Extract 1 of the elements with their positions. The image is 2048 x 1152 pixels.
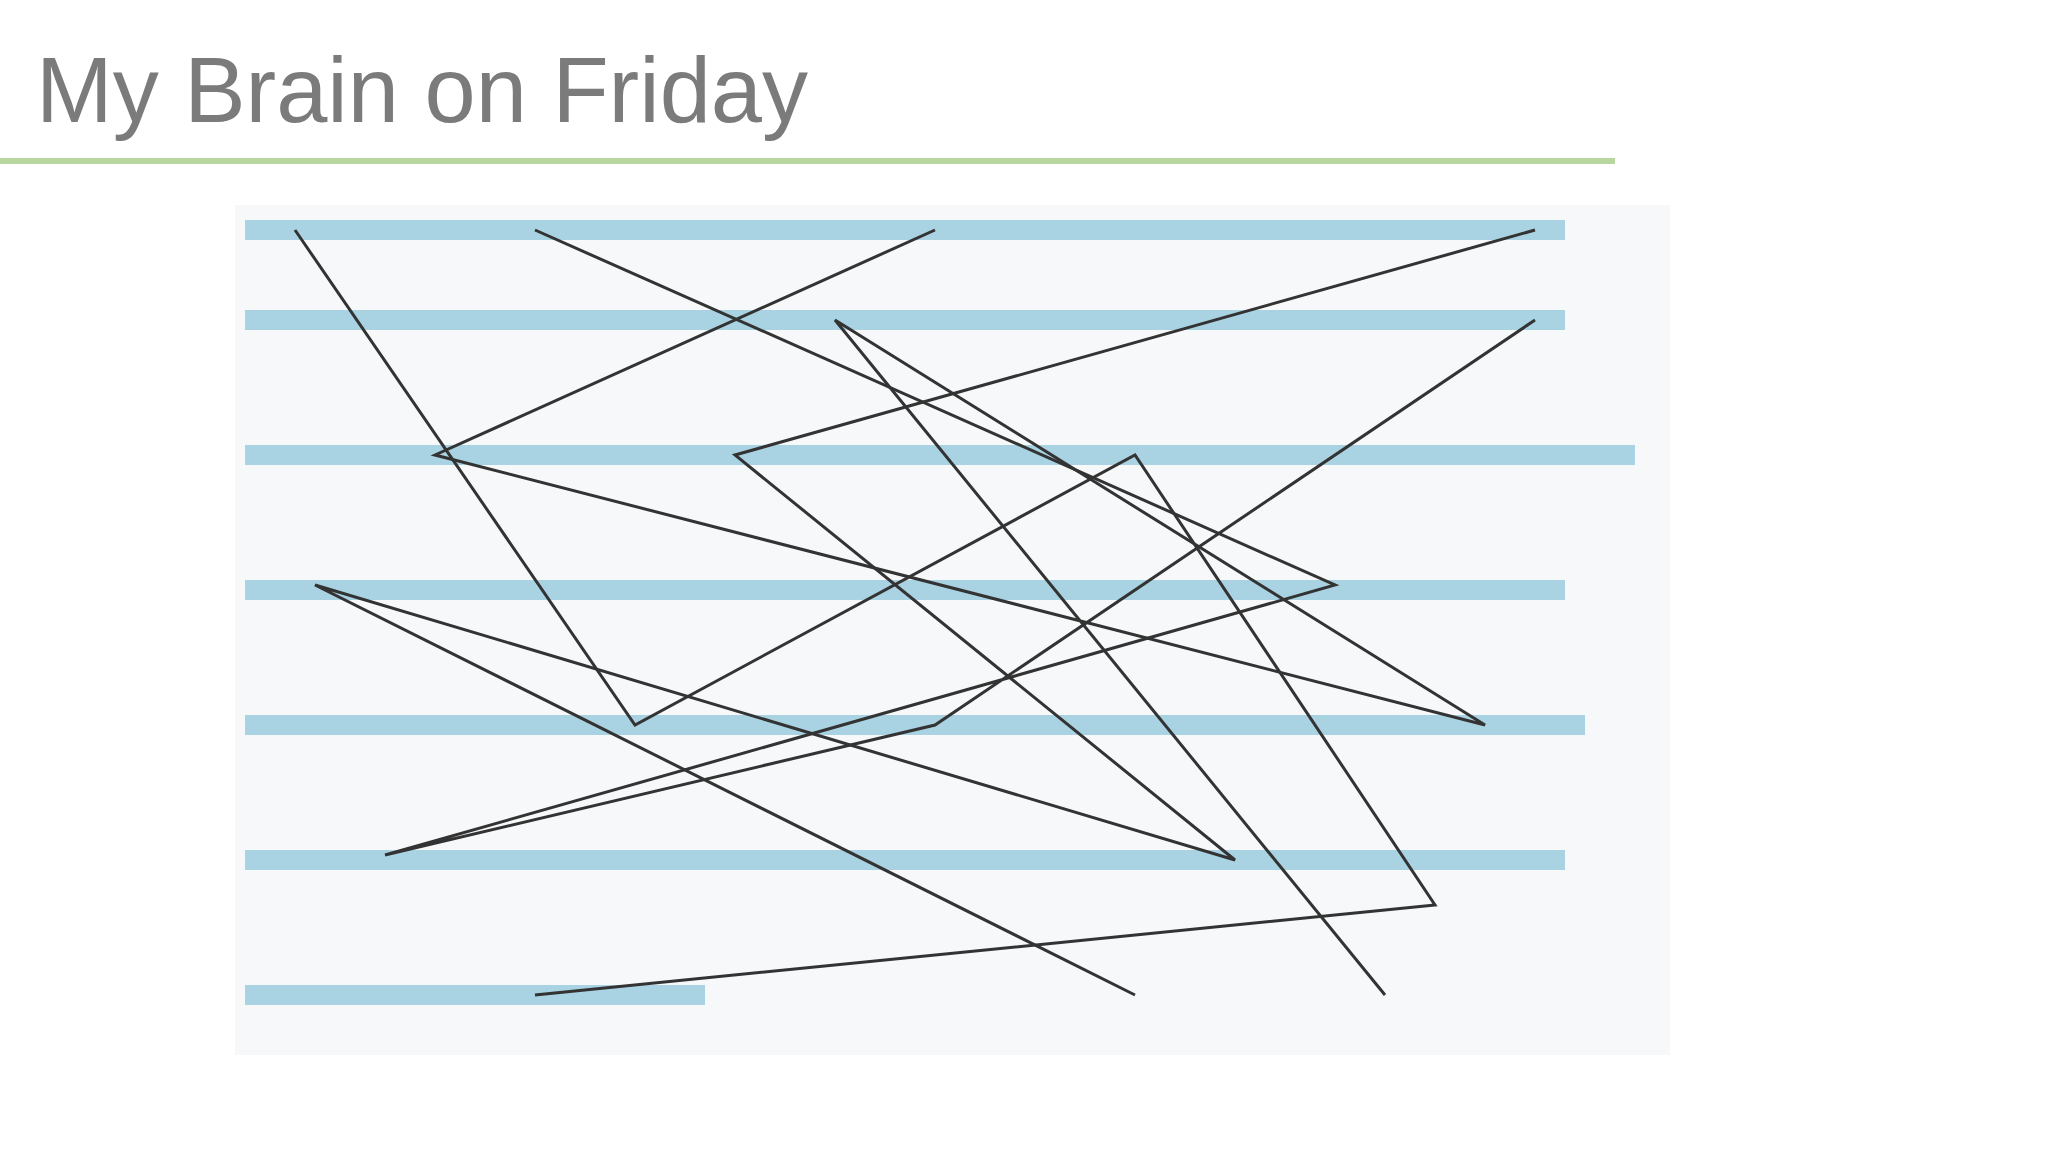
slide-title: My Brain on Friday — [36, 40, 809, 142]
